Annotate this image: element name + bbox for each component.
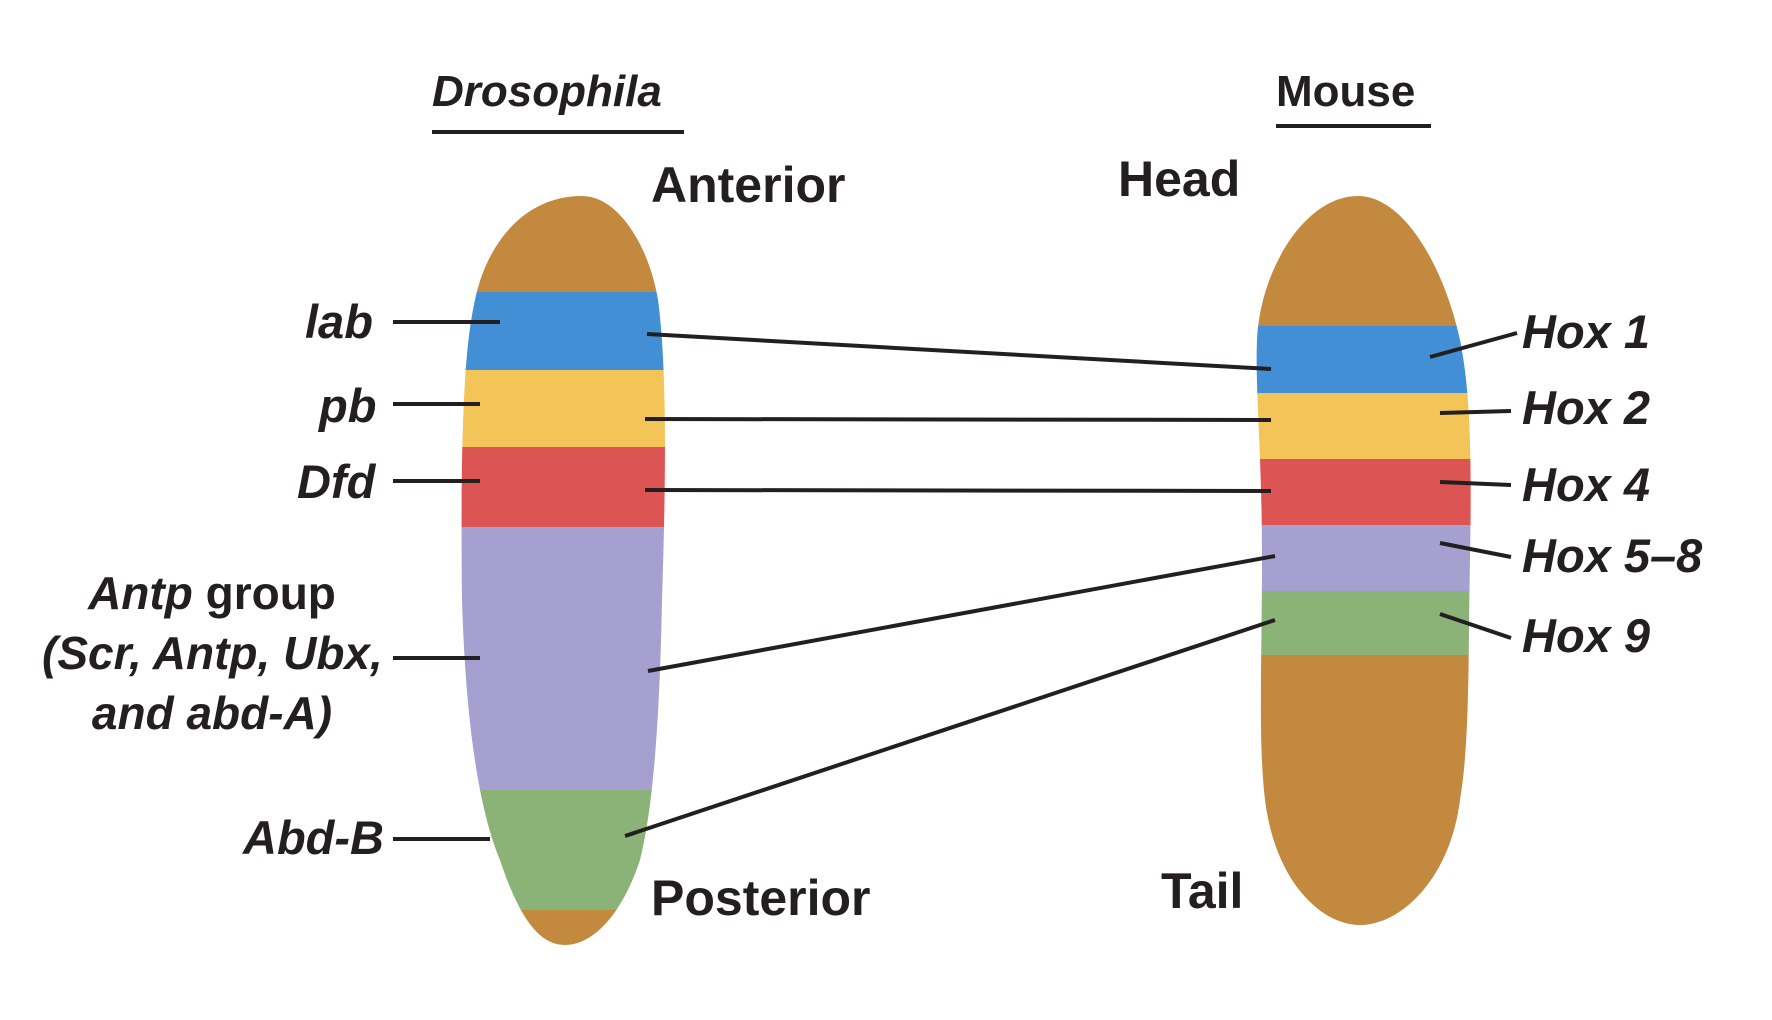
label-head: Head	[1118, 151, 1241, 207]
fly-segment-abdb	[461, 790, 665, 911]
leader-hox4	[1439, 480, 1512, 487]
fly-segment-antp	[461, 527, 665, 791]
label-tail: Tail	[1161, 863, 1244, 919]
drosophila-body	[461, 196, 665, 945]
gene-hox2: Hox 2	[1522, 381, 1650, 434]
fly-segment-head	[461, 196, 665, 293]
mouse-segment-hox4	[1256, 459, 1471, 526]
connector-antp-hox5-8	[647, 554, 1276, 673]
mouse-segment-hox5-8	[1256, 525, 1471, 592]
gene-lab: lab	[305, 295, 373, 348]
gene-dfd: Dfd	[297, 455, 376, 508]
fly-segment-lab	[461, 292, 665, 371]
gene-antp-group: Antp group (Scr, Antp, Ubx, and abd-A)	[42, 563, 383, 743]
species-mouse: Mouse	[1276, 67, 1416, 116]
leader-hox5-8	[1439, 541, 1512, 559]
connector-lab-hox1	[646, 332, 1272, 371]
gene-hox9: Hox 9	[1522, 609, 1650, 662]
mouse-body	[1256, 196, 1471, 925]
label-anterior: Anterior	[651, 157, 846, 213]
mouse-segment-hox9	[1256, 591, 1471, 656]
gene-pb: pb	[319, 379, 377, 432]
gene-hox5-8: Hox 5–8	[1522, 529, 1703, 582]
antp-group-italic: Antp	[88, 567, 193, 619]
leader-hox1	[1429, 331, 1518, 359]
antp-group-line1: Antp group	[42, 563, 382, 623]
mouse-underline	[1276, 124, 1431, 128]
fly-segment-tail	[461, 910, 665, 945]
antp-group-line3: and abd-A)	[91, 687, 333, 739]
label-posterior: Posterior	[651, 870, 871, 926]
antp-group-line2: (Scr, Antp, Ubx,	[42, 627, 383, 679]
mouse-segment-hox2	[1256, 393, 1471, 460]
mouse-segment-tail	[1256, 655, 1471, 925]
fly-segment-pb	[461, 370, 665, 448]
leader-hox2	[1439, 409, 1512, 415]
fly-segment-dfd	[461, 447, 665, 528]
connector-abdb-hox9	[624, 618, 1276, 838]
gene-abdb: Abd-B	[243, 811, 384, 864]
gene-hox4: Hox 4	[1522, 458, 1650, 511]
leader-hox9	[1439, 612, 1512, 640]
connector-dfd-hox4	[644, 488, 1272, 493]
drosophila-underline	[432, 130, 684, 134]
antp-group-suffix: group	[192, 567, 336, 619]
gene-hox1: Hox 1	[1522, 305, 1650, 358]
mouse-segment-hox1	[1256, 326, 1471, 394]
connector-pb-hox2	[644, 417, 1272, 422]
species-drosophila: Drosophila	[432, 67, 662, 116]
mouse-segment-head	[1256, 196, 1471, 327]
